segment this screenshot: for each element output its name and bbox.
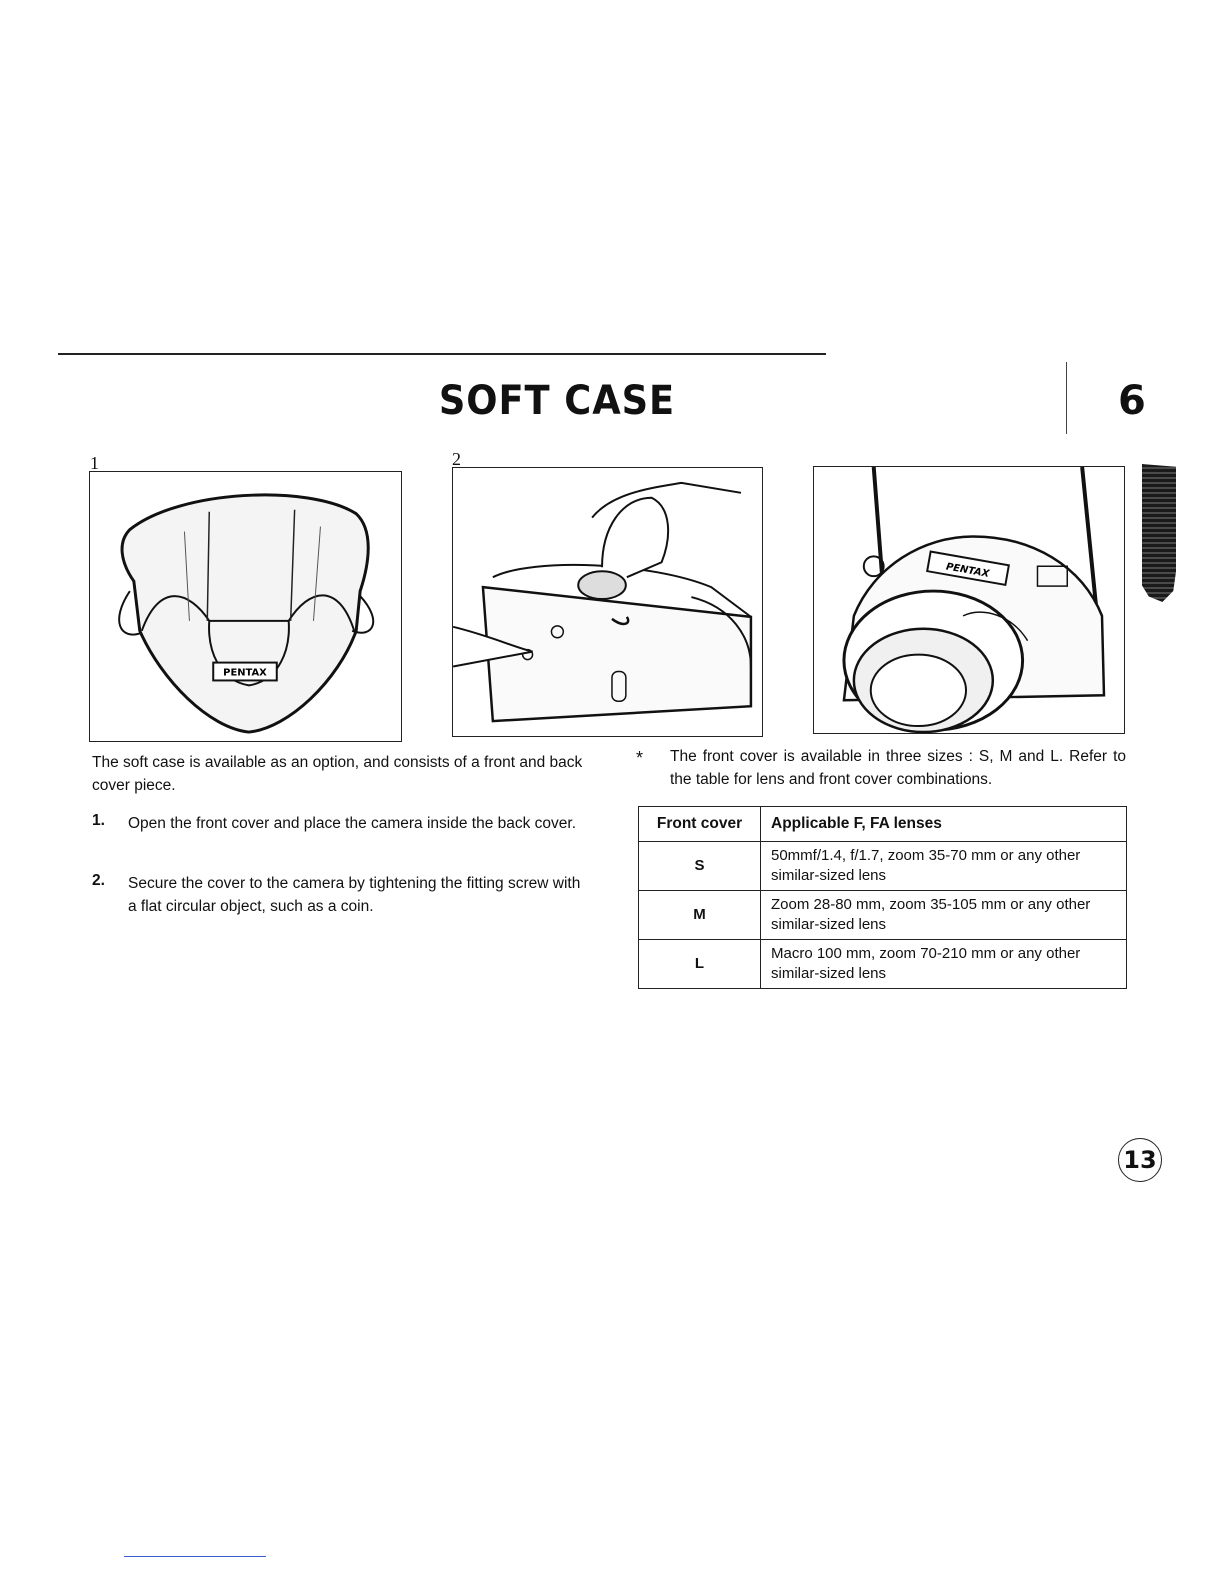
page-title: SOFT CASE	[438, 378, 676, 424]
figure-2-label: 2	[452, 449, 461, 469]
soft-case-illustration: PENTAX	[118, 493, 375, 734]
table-row: M Zoom 28-80 mm, zoom 35-105 mm or any o…	[638, 890, 1127, 940]
figure-soft-case-cover: PENTAX	[89, 471, 402, 742]
intro-paragraph: The soft case is available as an option,…	[92, 754, 583, 794]
header-front-cover: Front cover	[638, 806, 761, 842]
top-rule	[58, 353, 826, 355]
page-number-badge: 13	[1118, 1138, 1162, 1182]
figure-1-label: 1	[90, 453, 99, 473]
bottom-rule	[124, 1556, 266, 1557]
lenses-cell: Zoom 28-80 mm, zoom 35-105 mm or any oth…	[760, 890, 1127, 940]
lens-combination-table: Front cover Applicable F, FA lenses S 50…	[638, 806, 1127, 989]
size-cell: S	[638, 841, 761, 891]
case-logo-text: PENTAX	[223, 667, 267, 678]
chapter-separator	[1066, 362, 1067, 434]
note-asterisk: *	[636, 748, 644, 768]
step-2-text: Secure the cover to the camera by tighte…	[128, 875, 581, 915]
chapter-tab-marker	[1142, 464, 1176, 602]
screw-illustration	[453, 481, 753, 723]
step-1-text: Open the front cover and place the camer…	[128, 815, 577, 832]
chapter-number: 6	[1118, 378, 1146, 424]
table-row: L Macro 100 mm, zoom 70-210 mm or any ot…	[638, 939, 1127, 989]
lenses-cell: Macro 100 mm, zoom 70-210 mm or any othe…	[760, 939, 1127, 989]
note-text: The front cover is available in three si…	[670, 748, 1126, 788]
table-row: S 50mmf/1.4, f/1.7, zoom 35-70 mm or any…	[638, 841, 1127, 891]
camera-illustration: PENTAX	[842, 467, 1106, 733]
figure-tightening-screw	[452, 467, 763, 737]
figure-camera-in-case: PENTAX	[813, 466, 1125, 734]
lenses-cell: 50mmf/1.4, f/1.7, zoom 35-70 mm or any o…	[760, 841, 1127, 891]
size-cell: M	[638, 890, 761, 940]
size-cell: L	[638, 939, 761, 989]
step-1-number: 1.	[92, 812, 105, 829]
table-header-row: Front cover Applicable F, FA lenses	[638, 806, 1127, 842]
step-2-number: 2.	[92, 872, 105, 889]
header-applicable-lenses: Applicable F, FA lenses	[760, 806, 1127, 842]
